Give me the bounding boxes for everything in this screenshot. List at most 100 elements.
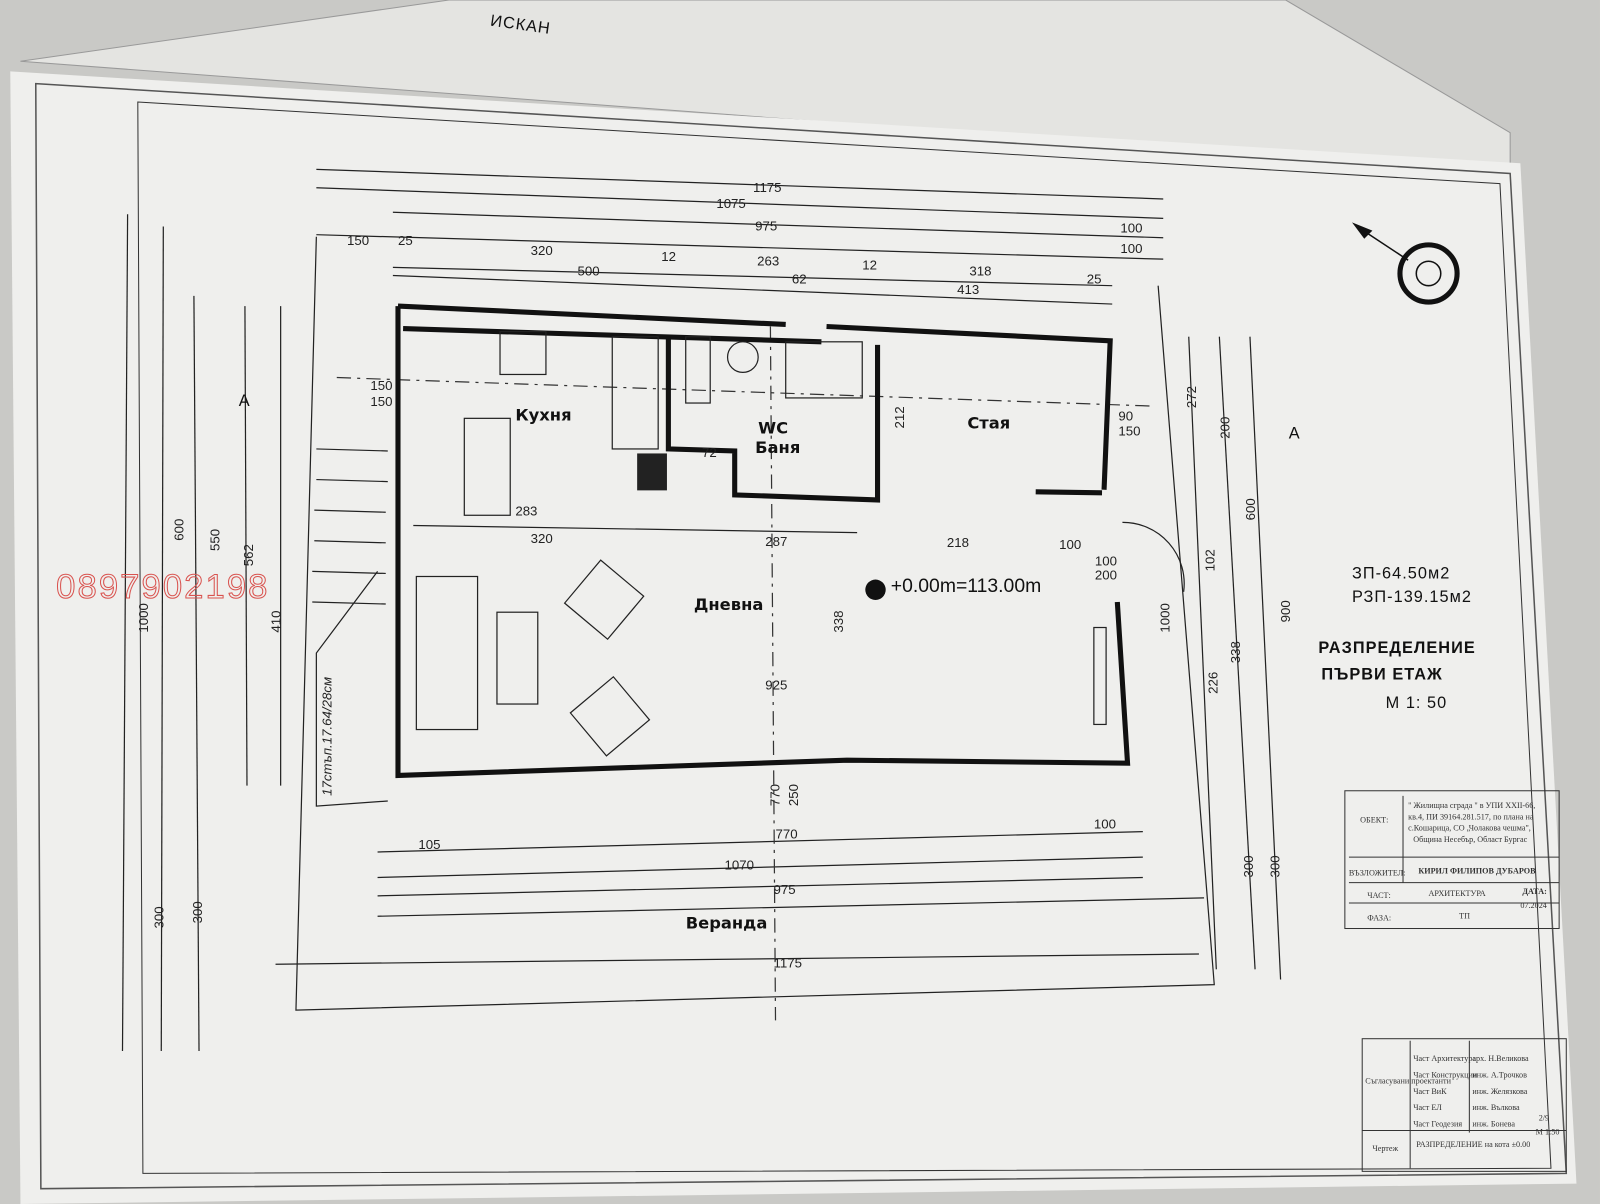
dimension-label: 1070 <box>724 857 753 872</box>
room-kitchen: Кухня <box>515 405 571 424</box>
dimension-label: инж. А.Трочков <box>1472 1070 1527 1079</box>
axis-line-vertical <box>769 326 777 1021</box>
dimension-label: 550 <box>207 529 222 551</box>
dimension-label: Част Конструкции <box>1413 1070 1478 1079</box>
inner-border <box>137 101 1552 1174</box>
dimension-label: 500 <box>578 263 600 278</box>
drawing-title-line1: РАЗПРЕДЕЛЕНИЕ <box>1318 639 1475 657</box>
dimension-label: 100 <box>1059 537 1081 552</box>
dimension-label: 318 <box>969 263 991 278</box>
dimension-label: 338 <box>831 611 846 633</box>
dimension-label: ТП <box>1459 911 1470 920</box>
house-walls <box>395 303 1131 779</box>
dimension-label: 150 <box>370 378 392 393</box>
dimension-label: 105 <box>418 837 440 852</box>
dimension-label: арх. Н.Великова <box>1472 1054 1529 1063</box>
dimension-lines <box>121 168 1282 1051</box>
dimension-label: 320 <box>531 243 553 258</box>
room-veranda: Веранда <box>686 914 768 933</box>
dimension-label: 320 <box>531 531 553 546</box>
dimension-label: 212 <box>892 406 907 428</box>
dimension-label: 925 <box>765 678 787 693</box>
dimension-label: 25 <box>398 233 413 248</box>
dimension-label: 12 <box>862 257 877 272</box>
phone-watermark: 0897902198 <box>56 568 269 606</box>
room-bedroom: Стая <box>967 414 1010 433</box>
dimension-label: Част ЕЛ <box>1413 1103 1442 1112</box>
drawing-scale: М 1: 50 <box>1386 694 1448 712</box>
dimension-label: 200 <box>1095 568 1117 583</box>
dimension-label: Част Геодезия <box>1413 1119 1462 1128</box>
dimension-label: РАЗПРЕДЕЛЕНИЕ на кота ±0.00 <box>1416 1140 1530 1149</box>
dimension-label: 100 <box>1120 241 1142 256</box>
dimension-label: М 1:50 <box>1536 1128 1560 1137</box>
dimension-label: ВЪЗЛОЖИТЕЛ: <box>1349 868 1406 877</box>
dimension-label: 1000 <box>136 603 151 632</box>
dimension-label: 90 <box>1118 408 1133 423</box>
dimension-label: 283 <box>515 503 537 518</box>
dimension-label: 300 <box>190 901 205 923</box>
title-block: ОБЕКТ: " Жилищна сграда " в УПИ XXII-66,… <box>1344 790 1567 1172</box>
dimension-label: Съгласувани проектанти <box>1365 1077 1451 1086</box>
furniture <box>415 330 1185 757</box>
main-sheet <box>10 71 1577 1204</box>
dimension-label: ОБЕКТ: <box>1360 815 1388 824</box>
dimension-label: 300 <box>1241 855 1256 877</box>
dimension-label: 2/9 <box>1539 1113 1549 1122</box>
room-bath: Баня <box>755 438 800 457</box>
stairs-note: 17стъп.17.64/28см <box>320 677 335 796</box>
sheet-border <box>34 82 1568 1190</box>
dimension-label: 226 <box>1205 672 1220 694</box>
dimension-label: 07.2024 <box>1520 901 1547 910</box>
elevation-label: +0.00m=113.00m <box>891 575 1041 597</box>
dimension-label: 300 <box>1268 855 1283 877</box>
axis-line <box>336 376 1154 407</box>
dimension-label: 12 <box>661 249 676 264</box>
dimension-label: 102 <box>1202 549 1217 571</box>
dimension-label: 250 <box>786 784 801 806</box>
dimension-label: 770 <box>768 784 783 806</box>
dimension-texts: 1175 1075 975 100 100 25 320 12 263 12 3… <box>136 180 1293 970</box>
dimension-label: 150 <box>1118 424 1140 439</box>
back-sheet-2 <box>20 0 1511 175</box>
dimension-label: 1000 <box>1157 603 1172 632</box>
dimension-label: 272 <box>1184 386 1199 408</box>
dimension-label: 1175 <box>773 955 802 970</box>
dimension-label: с.Кошарица, СО „Чолакова чешма", <box>1408 824 1531 833</box>
dimension-label: 1075 <box>716 196 745 211</box>
dimension-label: 900 <box>1278 600 1293 622</box>
dimension-label: кв.4, ПИ 39164.281.517, по плана на <box>1408 812 1534 821</box>
stairs <box>312 448 388 807</box>
dimension-label: 975 <box>773 882 795 897</box>
dimension-label: 62 <box>792 272 807 287</box>
section-mark-right: A <box>1289 425 1301 443</box>
dimension-label: 287 <box>765 534 787 549</box>
dimension-label: КИРИЛ ФИЛИПОВ ДУБАРОВ <box>1418 866 1536 875</box>
dimension-label: 72 <box>702 445 717 460</box>
dimension-label: 263 <box>757 253 779 268</box>
drawing-title-line2: ПЪРВИ ЕТАЖ <box>1321 666 1442 684</box>
dimension-label: ЧАСТ: <box>1367 891 1390 900</box>
dimension-label: 218 <box>947 535 969 550</box>
dimension-label: 200 <box>1218 417 1233 439</box>
dimension-label: 600 <box>172 519 187 541</box>
dimension-label: инж. Бонева <box>1472 1119 1515 1128</box>
dimension-label: инж. Желязкова <box>1472 1087 1527 1096</box>
dimension-label: 975 <box>755 219 777 234</box>
dimension-label: 338 <box>1228 641 1243 663</box>
dimension-label: 562 <box>241 544 256 566</box>
dimension-label: Част ВиК <box>1413 1087 1447 1096</box>
dimension-label: инж. Вълкова <box>1472 1103 1520 1112</box>
dimension-label: 150 <box>370 394 392 409</box>
room-wc: WC <box>758 419 788 438</box>
dimension-label: 100 <box>1120 221 1142 236</box>
dimension-label: 100 <box>1094 817 1116 832</box>
dimension-label: ФАЗА: <box>1367 913 1391 922</box>
dimension-label: Чертеж <box>1372 1144 1398 1153</box>
built-area: ЗП-64.50м2 <box>1352 565 1450 583</box>
dimension-label: 1175 <box>753 180 782 195</box>
dimension-label: 100 <box>1095 553 1117 568</box>
elevation-marker <box>865 579 886 600</box>
dimension-label: Част Архитектура <box>1413 1054 1476 1063</box>
